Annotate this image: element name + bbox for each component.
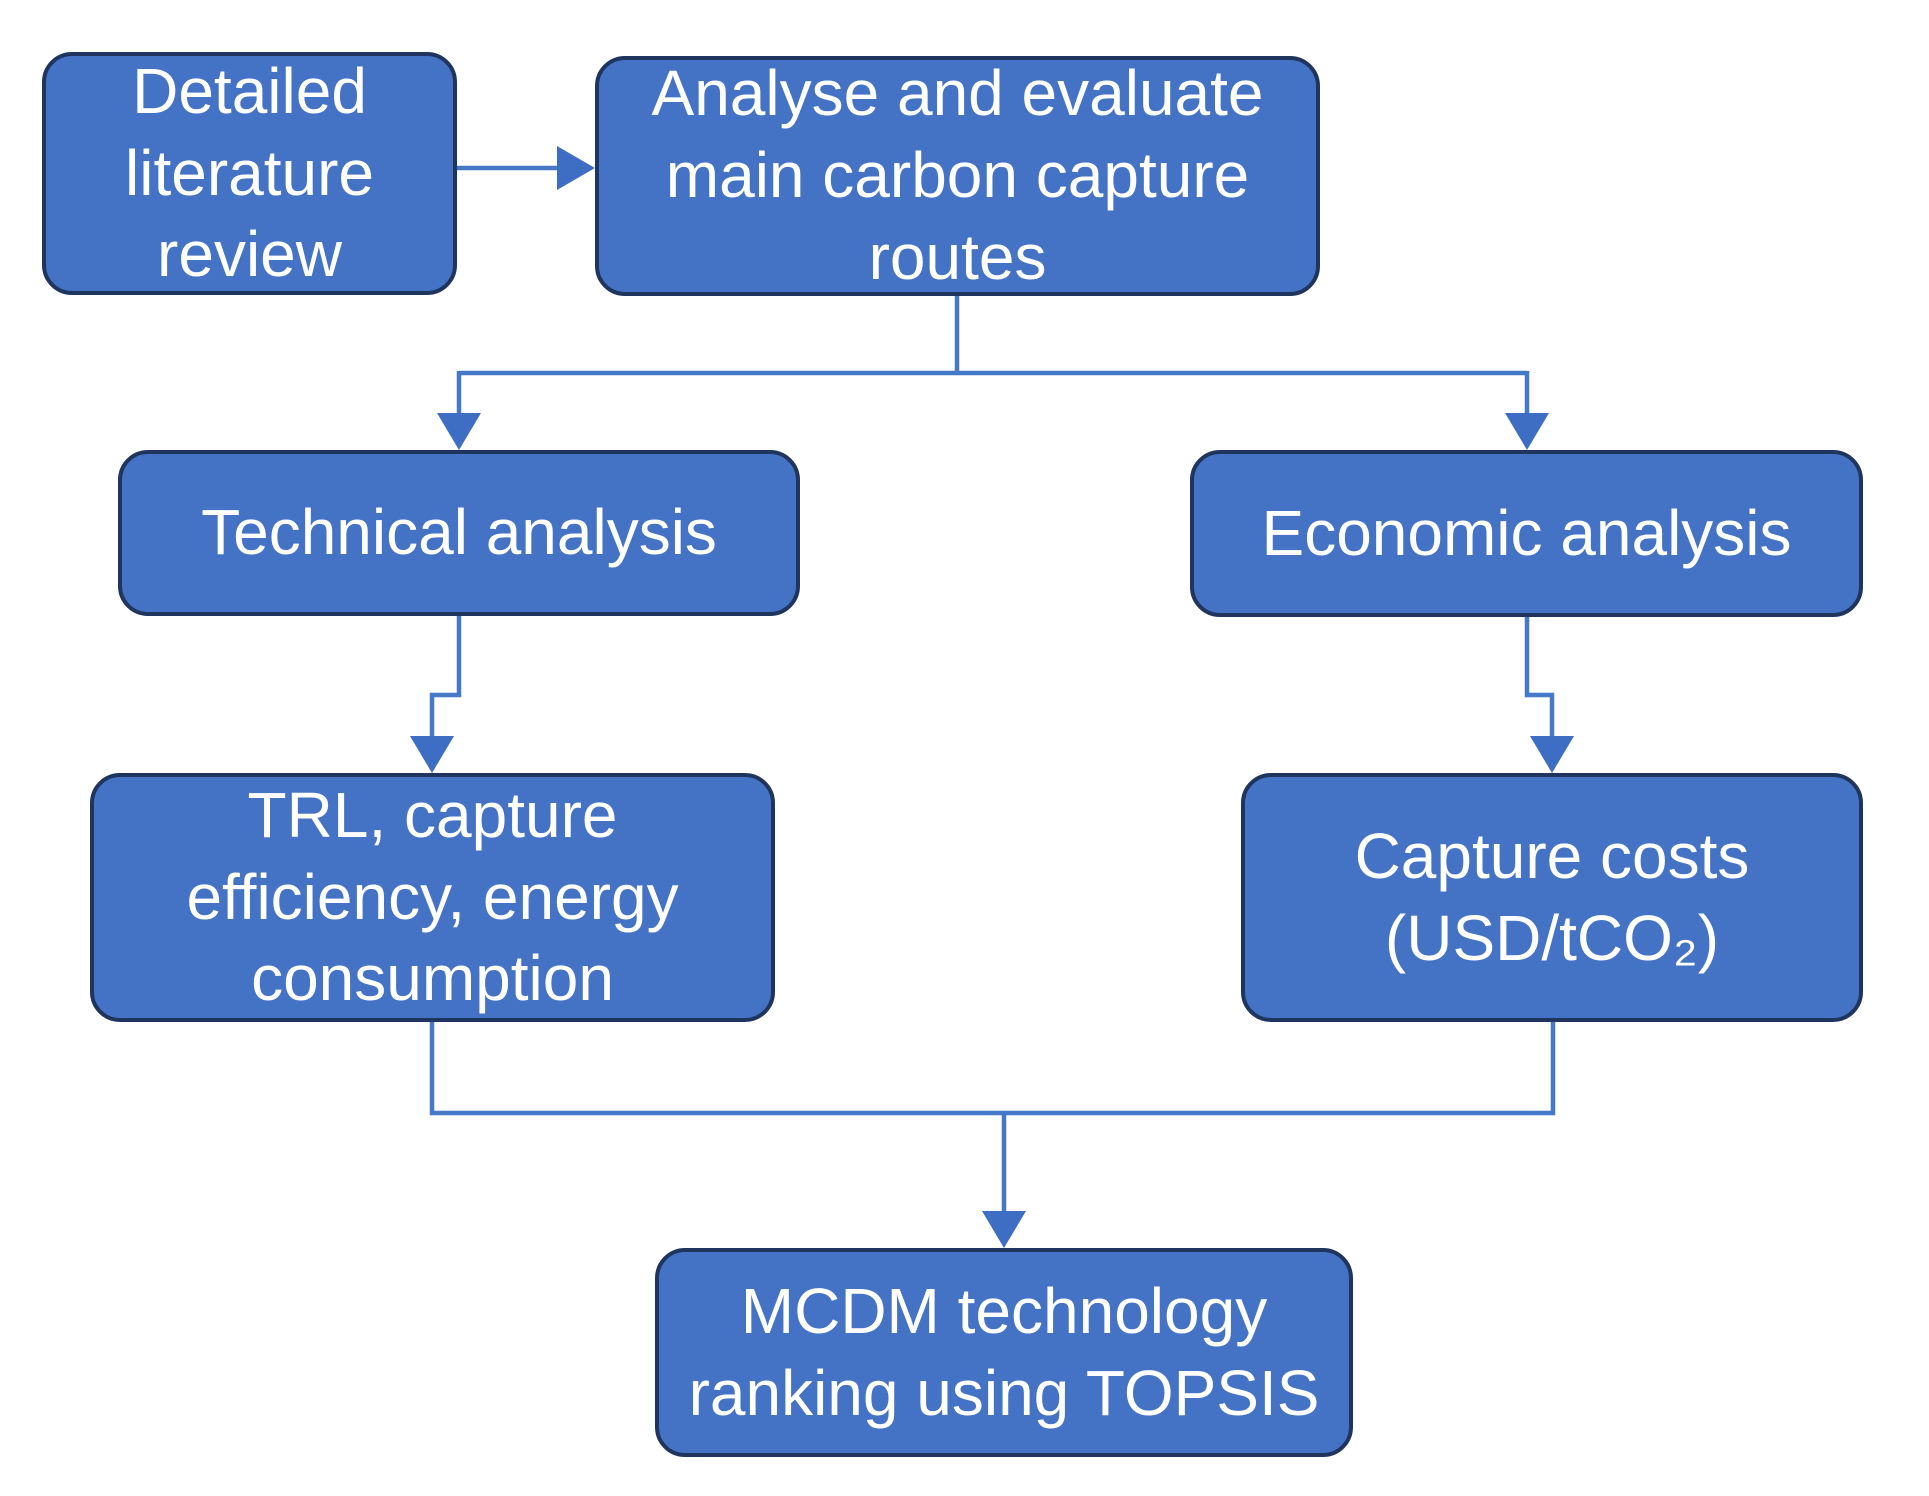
- arrowhead-technical-to-trl: [410, 736, 454, 773]
- arrowhead-review-to-analyse: [557, 146, 595, 190]
- flow-box-label-capture-costs: Capture costs (USD/tCO₂): [1354, 819, 1750, 974]
- flow-box-analyse-evaluate-routes: Analyse and evaluate main carbon capture…: [595, 56, 1320, 296]
- arrowhead-economic-to-costs: [1530, 736, 1574, 773]
- flow-box-capture-costs: Capture costs (USD/tCO₂): [1241, 773, 1863, 1022]
- arrowhead-branch-to-economic: [1505, 413, 1549, 450]
- flow-box-label-trl-capture-efficiency-energy: TRL, capture efficiency, energy consumpt…: [186, 778, 679, 1015]
- flow-box-label-detailed-literature-review: Detailed literature review: [125, 54, 374, 291]
- flow-box-mcdm-topsis: MCDM technology ranking using TOPSIS: [655, 1248, 1353, 1457]
- flow-box-economic-analysis: Economic analysis: [1190, 450, 1863, 617]
- arrowhead-branch-to-technical: [437, 413, 481, 450]
- flow-box-technical-analysis: Technical analysis: [118, 450, 800, 616]
- connector-merge-to-mcdm: [429, 1022, 1556, 1213]
- connector-economic-to-costs: [1524, 617, 1555, 738]
- connector-technical-to-trl: [429, 616, 462, 738]
- flow-box-label-technical-analysis: Technical analysis: [201, 496, 717, 569]
- flow-box-label-analyse-evaluate-routes: Analyse and evaluate main carbon capture…: [651, 57, 1264, 293]
- flow-box-detailed-literature-review: Detailed literature review: [42, 52, 457, 295]
- flow-box-label-mcdm-topsis: MCDM technology ranking using TOPSIS: [688, 1274, 1320, 1429]
- flow-box-label-economic-analysis: Economic analysis: [1261, 496, 1792, 569]
- flow-box-trl-capture-efficiency-energy: TRL, capture efficiency, energy consumpt…: [90, 773, 775, 1022]
- connector-analyse-branch: [456, 296, 1530, 415]
- arrowhead-merge-to-mcdm: [982, 1211, 1026, 1248]
